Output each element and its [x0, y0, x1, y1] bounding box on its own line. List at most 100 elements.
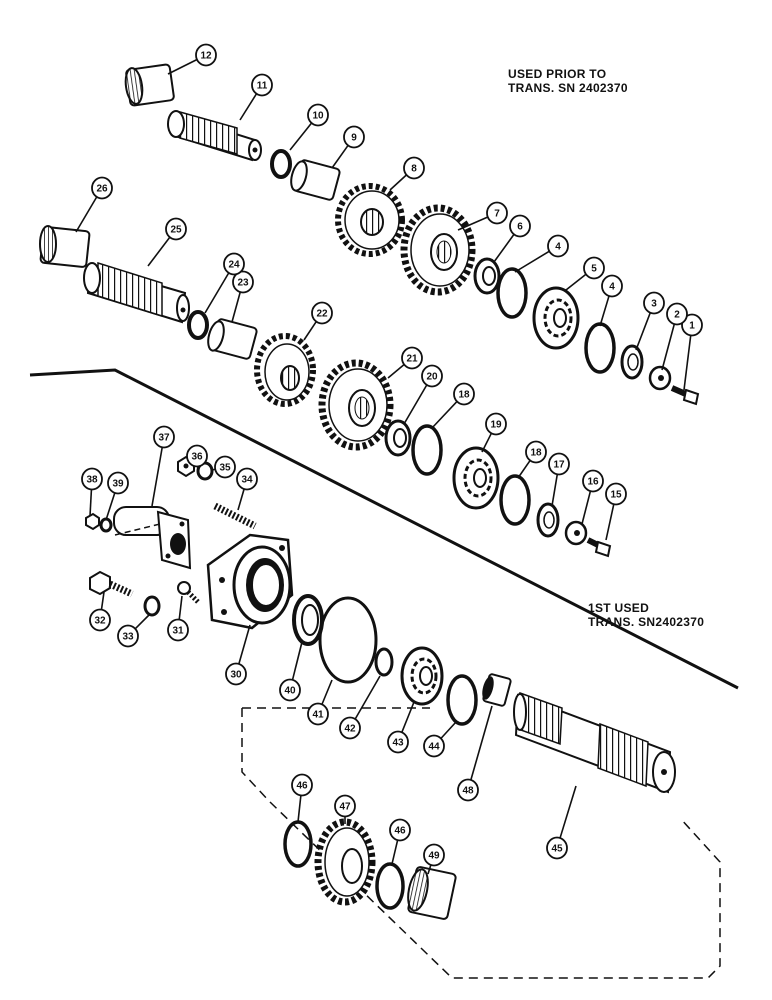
leader-line-39	[105, 492, 116, 521]
callout-number: 7	[494, 209, 500, 220]
callout-number: 25	[170, 225, 182, 236]
part-22-gear	[254, 333, 316, 407]
callout-circle	[291, 773, 313, 797]
part-46-snap-ring-b	[375, 862, 405, 910]
callout-5: 5	[583, 256, 605, 280]
callout-circle	[89, 608, 111, 632]
callout-33: 33	[117, 624, 139, 648]
callout-circle	[423, 843, 445, 867]
callout-19: 19	[485, 412, 507, 436]
part-31-screw	[177, 581, 200, 604]
callout-circle	[195, 43, 217, 67]
callout-circle	[582, 469, 604, 493]
callout-number: 32	[94, 616, 106, 627]
callout-number: 42	[344, 724, 356, 735]
leader-line-4	[599, 295, 610, 327]
leader-line-20	[403, 384, 428, 425]
part-8-gear	[335, 183, 405, 257]
callout-number: 46	[394, 826, 406, 837]
leader-lines	[75, 58, 692, 875]
callout-circle	[547, 234, 569, 258]
callout-number: 49	[428, 851, 440, 862]
leader-line-33	[134, 613, 151, 630]
note-used-prior-line2: TRANS. SN 2402370	[508, 81, 628, 95]
leader-line-34	[237, 488, 245, 511]
callout-circle	[666, 302, 688, 326]
callout-number: 41	[312, 710, 324, 721]
part-41-o-ring	[318, 596, 378, 684]
part-18-snap-ring-lower-b	[499, 474, 531, 526]
leader-line-46	[391, 839, 399, 865]
callout-number: 47	[339, 802, 351, 813]
part-17-washer	[536, 502, 560, 538]
callout-number: 46	[296, 781, 308, 792]
callout-circle	[223, 252, 245, 276]
leader-line-42	[354, 675, 381, 720]
callout-circle	[509, 214, 531, 238]
callout-12: 12	[195, 43, 217, 67]
callout-number: 23	[237, 278, 249, 289]
callout-circle	[153, 425, 175, 449]
leader-line-17	[551, 473, 559, 507]
callout-22: 22	[311, 301, 333, 325]
callout-number: 37	[158, 433, 170, 444]
leader-line-22	[303, 320, 318, 341]
part-26-needle-bearing	[39, 225, 91, 268]
callout-2: 2	[666, 302, 688, 326]
callout-number: 18	[458, 390, 470, 401]
leader-line-8	[389, 174, 408, 191]
leader-line-3	[635, 312, 652, 351]
part-7-gear	[400, 204, 476, 296]
part-6-bearing-cup	[473, 257, 501, 295]
callout-circle	[279, 678, 301, 702]
callout-number: 30	[230, 670, 242, 681]
leader-line-18	[517, 459, 531, 479]
callout-number: 11	[257, 81, 268, 92]
callout-25: 25	[165, 217, 187, 241]
part-33-lock-washer	[143, 595, 161, 617]
leader-line-40	[291, 641, 303, 681]
callout-circle	[225, 662, 247, 686]
callout-number: 48	[462, 786, 474, 797]
section-divider	[29, 368, 739, 690]
leader-line-44	[440, 721, 457, 740]
leader-line-43	[400, 701, 415, 734]
callout-number: 8	[411, 164, 417, 175]
callout-number: 31	[172, 626, 184, 637]
part-32-cap-screw	[89, 570, 134, 598]
leader-line-6	[493, 233, 515, 263]
part-24-snap-ring	[187, 310, 209, 340]
callout-number: 24	[228, 260, 240, 271]
part-4-snap-ring-upper-a	[496, 267, 528, 319]
callout-circle	[165, 217, 187, 241]
callout-17: 17	[548, 452, 570, 476]
part-38-nut	[85, 512, 100, 531]
callout-number: 20	[426, 372, 438, 383]
part-20-bearing-cup	[384, 419, 412, 457]
leader-line-49	[427, 864, 432, 875]
callout-number: 44	[428, 742, 440, 753]
callout-balloons: 1234456789101112151617181819202122232425…	[81, 43, 703, 867]
callout-44: 44	[423, 734, 445, 758]
leader-line-38	[89, 488, 93, 517]
callout-circle	[91, 176, 113, 200]
part-37-lever-bracket	[113, 506, 192, 570]
callout-circle	[643, 291, 665, 315]
callout-circle	[167, 618, 189, 642]
part-25-spline-shaft	[83, 261, 190, 324]
leader-line-23	[231, 291, 242, 323]
callout-37: 37	[153, 425, 175, 449]
callout-number: 5	[591, 264, 597, 275]
callout-18: 18	[525, 440, 547, 464]
callout-number: 35	[219, 463, 231, 474]
leader-line-18	[431, 400, 458, 429]
leader-line-9	[331, 144, 349, 169]
callout-4: 4	[547, 234, 569, 258]
callout-39: 39	[107, 471, 129, 495]
part-18-snap-ring-lower-a	[411, 424, 443, 476]
part-48-sleeve	[482, 673, 512, 707]
leader-line-19	[481, 432, 493, 453]
callout-31: 31	[167, 618, 189, 642]
callout-circle	[486, 201, 508, 225]
